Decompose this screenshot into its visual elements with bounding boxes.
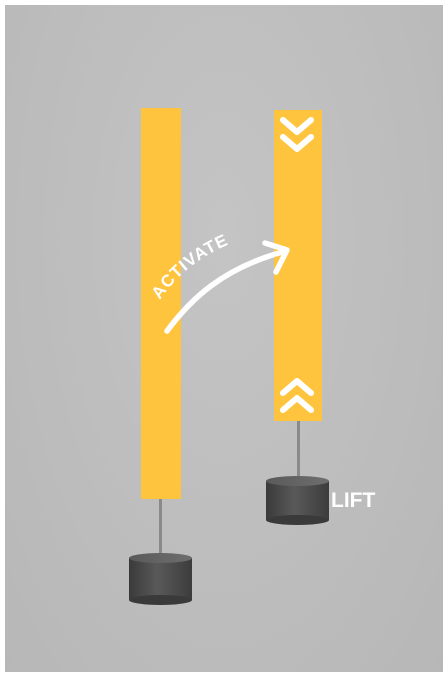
lift-label: LIFT [331,489,375,512]
left-banner-stand [129,108,192,605]
left-pole [159,498,162,560]
left-banner-panel [141,108,181,499]
right-banner-stand [266,110,329,525]
right-pole [297,421,300,483]
left-weighted-base [129,553,192,605]
right-weighted-base [266,476,329,525]
